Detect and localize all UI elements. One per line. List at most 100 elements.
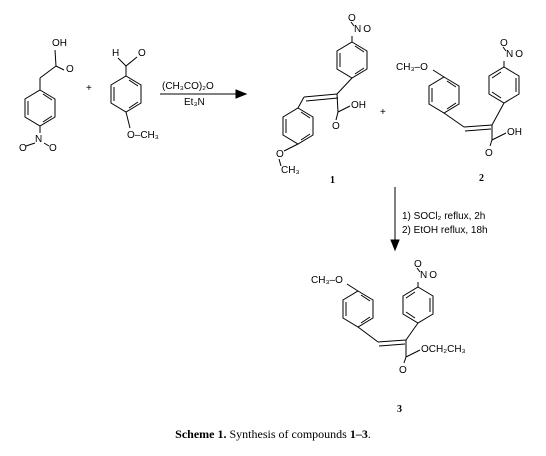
aldehyde-ch-bond [117, 57, 127, 67]
methoxyphenyl-ring [282, 107, 314, 145]
acid-o-label: O [66, 64, 74, 75]
nitro-n-label: N [35, 134, 42, 145]
compound-3-structure: CH₃–O O N O OCH₂CH₃ O 3 [311, 259, 466, 415]
ring-double-bond [360, 294, 371, 302]
nitro-o-top-label: O [500, 38, 508, 49]
alkene-bond [336, 77, 353, 95]
acid-co-bond [335, 111, 339, 121]
caption-text: Synthesis of compounds [226, 427, 350, 441]
nitro-o-top-label: O [414, 259, 422, 270]
compound-3-number: 3 [397, 404, 402, 415]
step-2-label: 2) EtOH reflux, 18h [402, 225, 488, 236]
nitro-no-bond [25, 142, 36, 147]
ring-double-bond [405, 291, 416, 299]
ring-double-bond [405, 311, 416, 319]
ring-double-bond [300, 133, 311, 141]
nitrophenyl-ring [488, 66, 520, 104]
ch2-bond [39, 65, 57, 79]
alkene-double-bond [463, 124, 493, 128]
scheme-caption: Scheme 1. Synthesis of compounds 1–3. [0, 427, 546, 442]
step-1-label: 1) SOCl₂ reflux, 2h [402, 211, 485, 222]
caption-range: 1–3 [349, 427, 368, 441]
ester-label: OCH₂CH₃ [421, 344, 466, 355]
arrow-head-icon [390, 239, 400, 252]
caption-prefix: Scheme 1. [175, 427, 227, 441]
ring-link-bond [297, 96, 305, 109]
methoxy-ch3-label: CH₃ [281, 165, 300, 176]
ring-double-bond [42, 115, 53, 123]
alkene-double-bond [377, 339, 407, 343]
reactant-nitrophenylacetic-acid: OH O N O O [19, 38, 74, 154]
nitro-o-top-label: O [348, 13, 356, 24]
nitro-o-label: O [49, 143, 57, 154]
arrow-head-icon [235, 89, 248, 99]
nitrophenyl-ring [402, 286, 434, 324]
methoxy-bond [432, 69, 445, 78]
compound-2-number: 2 [479, 173, 484, 184]
acid-co-bond [489, 139, 493, 147]
reactant-anisaldehyde: H O O–CH₃ [110, 48, 159, 141]
ring-double-bond [446, 102, 457, 110]
caption-suffix: . [367, 427, 371, 441]
ring-double-bond [300, 111, 311, 119]
acid-oh-label: OH [351, 100, 366, 111]
nitrophenyl-ring [336, 41, 368, 79]
compound-2-structure: CH₃–O O N O OH O 2 [396, 38, 523, 184]
nitro-label: N O [354, 24, 371, 35]
ring-double-bond [354, 45, 365, 53]
methoxy-bond [346, 283, 359, 292]
acid-oh-bond [337, 105, 351, 113]
alkene-double-bond [464, 128, 492, 132]
ring-link-bond [491, 102, 505, 126]
reaction-arrow-1: (CH₃CO)₂O Et₃N [160, 81, 248, 108]
acid-oh-bond [54, 49, 57, 67]
ring-double-bond [491, 91, 502, 99]
plus-sign: + [86, 83, 92, 94]
reaction-arrow-2: 1) SOCl₂ reflux, 2h 2) EtOH reflux, 18h [390, 187, 488, 252]
nitro-label: N O [506, 49, 523, 60]
ring-double-bond [128, 101, 139, 109]
acid-bond [336, 93, 339, 113]
methoxy-bond [283, 143, 299, 152]
ring-double-bond [42, 93, 53, 101]
alkene-double-bond [303, 93, 338, 98]
methoxy-label: CH₃–O [311, 275, 343, 286]
ring-double-bond [360, 316, 371, 324]
compound-1-number: 1 [330, 175, 335, 186]
aldehyde-co-bond [125, 56, 138, 67]
ring-link-bond [405, 322, 419, 341]
aldehyde-h-label: H [112, 48, 119, 59]
compound-1-structure: O N O OH O O CH₃ 1 [276, 13, 371, 186]
nitro-no-bond [43, 142, 50, 147]
ring-double-bond [491, 71, 502, 79]
alkene-double-bond [305, 97, 339, 102]
ester-co-bond [403, 356, 407, 364]
methoxyphenyl-ring [342, 290, 374, 328]
acid-oh-bond [491, 132, 507, 141]
ester-o-label: O [399, 365, 407, 376]
aldehyde-o-label: O [138, 48, 146, 59]
ring-double-bond [354, 67, 365, 75]
reagent-anhydride-label: (CH₃CO)₂O [162, 81, 214, 92]
nitro-bond [416, 267, 421, 273]
ring-link-bond [357, 326, 379, 343]
alkene-double-bond [378, 343, 406, 347]
acid-oh-label: OH [507, 127, 522, 138]
ring-link-bond [443, 112, 465, 128]
nitro-label: N O [420, 270, 437, 281]
acid-co-bond [55, 65, 65, 71]
benzene-ring [110, 75, 142, 113]
ester-o-bond [405, 349, 421, 358]
reagent-base-label: Et₃N [184, 97, 205, 108]
ring-double-bond [128, 79, 139, 87]
nitro-o-label: O [19, 143, 27, 154]
benzene-ring [24, 89, 56, 127]
acid-o-label: O [485, 148, 493, 159]
methoxy-o-label: O [276, 149, 284, 160]
plus-sign: + [380, 107, 386, 118]
nitro-bond [502, 46, 507, 52]
methoxy-label: CH₃–O [396, 62, 428, 73]
acid-oh-label: OH [52, 38, 67, 49]
nitro-bond [350, 21, 355, 27]
